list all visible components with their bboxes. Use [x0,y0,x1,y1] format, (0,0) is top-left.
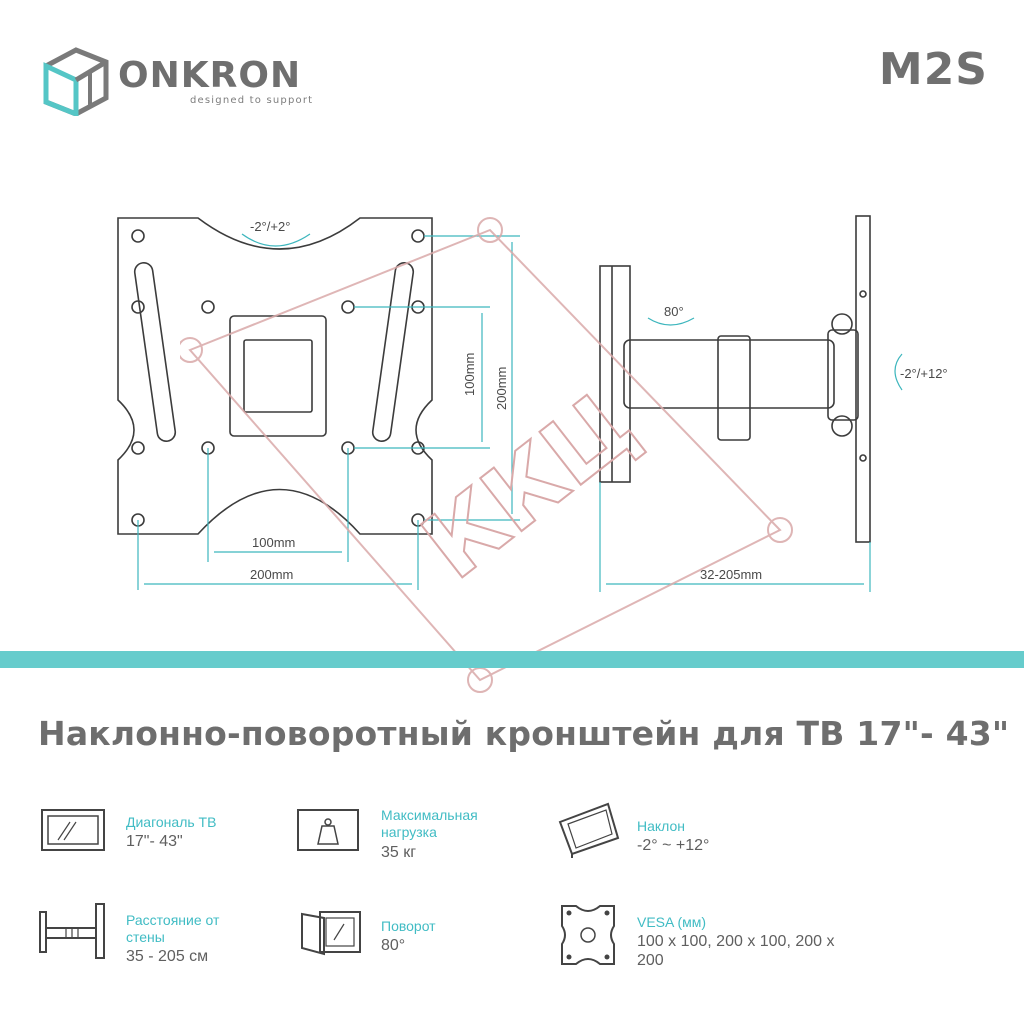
product-title: Наклонно-поворотный кронштейн для ТВ 17"… [38,714,1010,753]
spec-distance-value: 35 - 205 см [126,948,209,965]
spec-load-label: Максимальная нагрузка [381,807,478,840]
brand-tagline: designed to support [190,95,314,106]
spec-vesa-label: VESA (мм) [637,914,707,930]
rotation-label: 80° [664,304,684,319]
onkron-logo-icon [43,47,109,116]
technical-drawing: -2°/+2° 80° -2°/+12° 100mm 200mm 100mm 2… [117,215,948,592]
vesa-h-small-label: 100mm [252,535,295,550]
vesa-h-large-label: 200mm [250,567,293,582]
watermark-text: ККЦ [403,370,655,599]
spec-tilt-label: Наклон [637,818,686,834]
spec-tilt-value: -2° ~ +12° [637,837,710,854]
wall-distance-label: 32-205mm [700,567,762,582]
spec-load-value: 35 кг [381,844,417,861]
wall-distance-icon [39,903,105,959]
tv-screen-icon [41,809,105,851]
tilt-front-label: -2°/+2° [250,219,290,234]
spec-swivel-value: 80° [381,937,406,954]
watermark-stamp: ККЦ [180,217,793,693]
spec-distance-label: Расстояние от стены [126,912,220,945]
spec-diagonal-label: Диагональ ТВ [126,814,217,830]
vesa-v-large-label: 200mm [494,367,509,410]
accent-divider [0,651,1024,668]
brand-name: ONKRON [118,55,302,96]
spec-swivel-label: Поворот [381,918,436,934]
weight-icon [297,809,359,851]
spec-vesa-value: 100 x 100, 200 x 100, 200 x 200 [637,933,835,969]
spec-diagonal-value: 17"- 43" [126,833,183,850]
model-name: M2S [878,44,988,95]
tilt-side-label: -2°/+12° [900,366,948,381]
vesa-icon [561,905,615,965]
vesa-v-small-label: 100mm [462,353,477,396]
swivel-icon [301,911,361,956]
tilt-icon [558,802,620,858]
